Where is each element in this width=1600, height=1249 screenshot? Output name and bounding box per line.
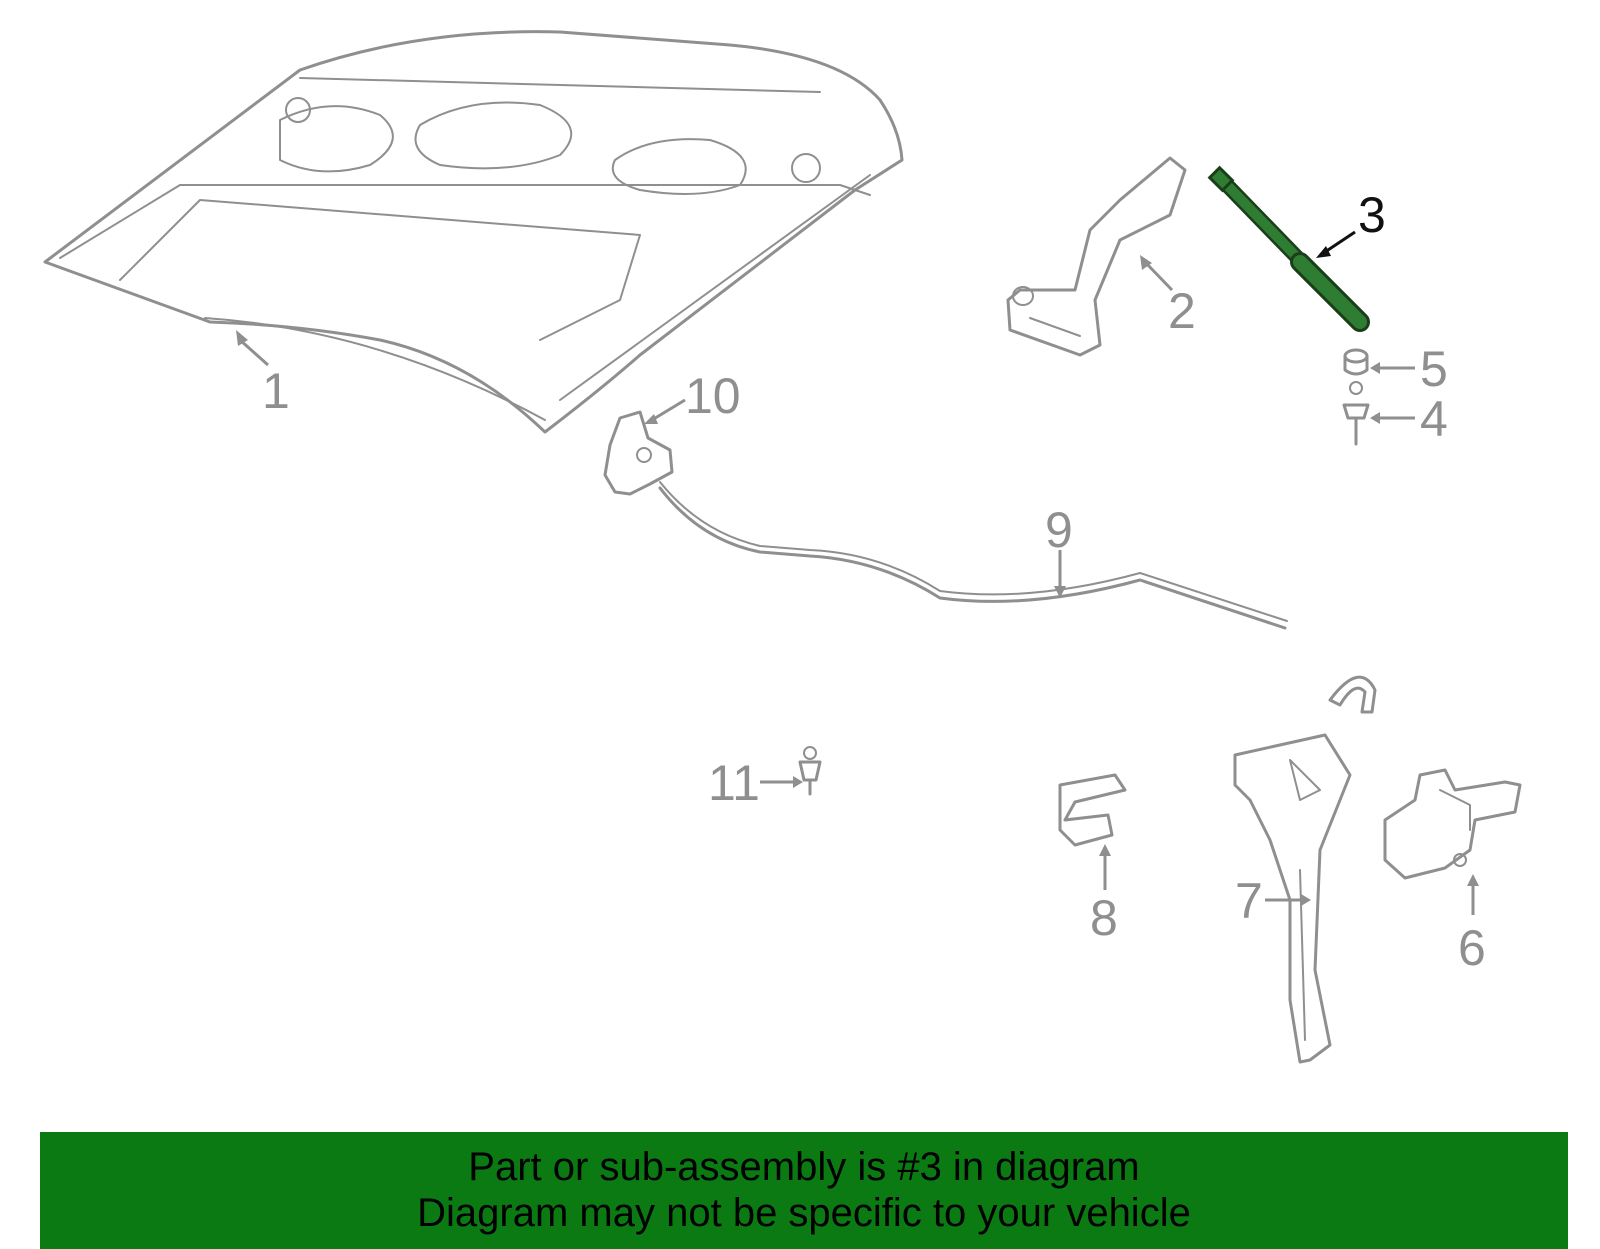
callout-4: 4 <box>1420 391 1448 447</box>
callout-6: 6 <box>1458 920 1486 976</box>
part-8-striker <box>1058 773 1127 847</box>
part-5-bushing <box>1343 348 1369 376</box>
part-11-clip <box>798 746 822 796</box>
banner-line-1: Part or sub-assembly is #3 in diagram <box>468 1145 1140 1189</box>
part-9-cable <box>658 481 1288 630</box>
part-4-stud <box>1342 381 1370 446</box>
callout-10: 10 <box>685 368 741 424</box>
info-banner: Part or sub-assembly is #3 in diagram Di… <box>40 1132 1568 1249</box>
part-10-release-lever <box>603 410 674 496</box>
leader-1 <box>239 338 269 367</box>
parts-diagram: 1 2 3 4 5 6 7 8 9 10 11 <box>43 30 1522 1064</box>
hook-clip <box>1328 675 1377 714</box>
leader-3 <box>1324 230 1356 254</box>
part-1-trunk-lid <box>43 30 904 434</box>
callout-3: 3 <box>1358 187 1386 243</box>
leader-10 <box>651 398 686 422</box>
leader-2 <box>1143 260 1174 292</box>
callout-7: 7 <box>1235 873 1263 929</box>
callout-9: 9 <box>1045 502 1073 558</box>
part-7-bracket <box>1233 733 1352 1064</box>
callout-1: 1 <box>262 363 290 419</box>
part-6-latch <box>1383 768 1522 880</box>
callout-5: 5 <box>1420 341 1448 397</box>
part-2-hinge <box>1006 156 1187 357</box>
callout-2: 2 <box>1168 283 1196 339</box>
part-3-gas-strut <box>1207 165 1370 332</box>
banner-line-2: Diagram may not be specific to your vehi… <box>417 1191 1191 1235</box>
callout-11: 11 <box>708 755 760 811</box>
callout-8: 8 <box>1090 890 1118 946</box>
